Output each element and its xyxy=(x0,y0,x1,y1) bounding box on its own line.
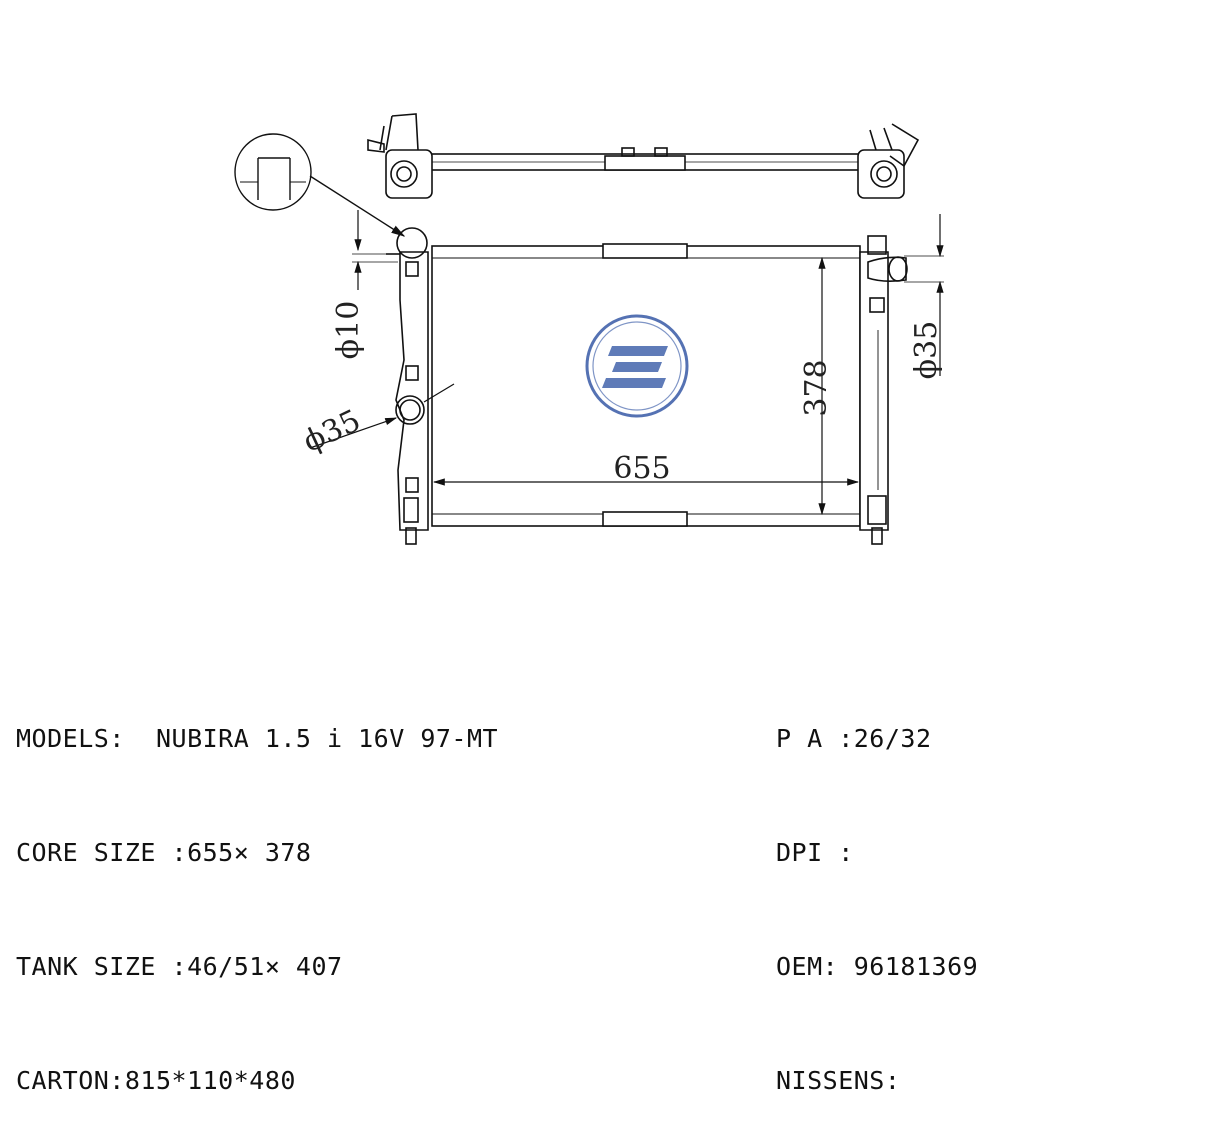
tank-size-line: TANK SIZE :46/51× 407 xyxy=(16,952,343,981)
radiator-technical-drawing: 655 378 ϕ10 ϕ35 ϕ35 xyxy=(234,113,944,545)
models-line: MODELS: NUBIRA 1.5 i 16V 97-MT xyxy=(16,724,499,753)
width-dimension: 655 xyxy=(613,451,670,486)
carton-line: CARTON:815*110*480 xyxy=(16,1066,296,1095)
brand-logo xyxy=(585,314,689,418)
dpi-line: DPI : xyxy=(776,838,854,867)
nissens-line: NISSENS: xyxy=(776,1066,901,1095)
dimension-lines xyxy=(309,210,944,516)
height-dimension: 378 xyxy=(799,359,834,416)
outlet-diameter: ϕ35 xyxy=(909,321,944,380)
detail-callout xyxy=(234,133,406,237)
small-pipe-diameter: ϕ10 xyxy=(331,301,366,360)
spec-block-right: P A :26/32 DPI : OEM: 96181369 NISSENS: xyxy=(776,644,978,1138)
core-size-line: CORE SIZE :655× 378 xyxy=(16,838,312,867)
radiator-top-view xyxy=(367,113,920,199)
spec-block-left: MODELS: NUBIRA 1.5 i 16V 97-MT CORE SIZE… xyxy=(16,644,498,1138)
pa-line: P A :26/32 xyxy=(776,724,932,753)
inlet-diameter: ϕ35 xyxy=(298,403,366,459)
oem-line: OEM: 96181369 xyxy=(776,952,979,981)
